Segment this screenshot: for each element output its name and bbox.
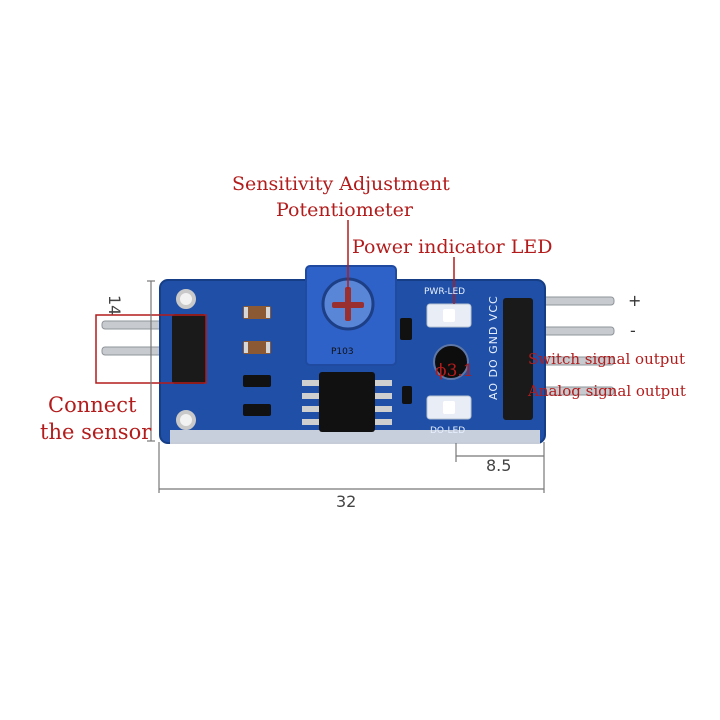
- smd-components: [243, 306, 412, 416]
- pin-plus-label: +: [628, 291, 642, 310]
- pin-names-silkscreen: AO DO GND VCC: [487, 295, 500, 400]
- potentiometer-label-line1: Sensitivity Adjustment: [232, 173, 450, 195]
- connect-sensor-label-line2: the sensor: [40, 420, 152, 444]
- power-led: [426, 303, 472, 328]
- width-dimension: 32: [336, 492, 357, 511]
- switch-output-label: Switch signal output: [528, 350, 686, 368]
- mounting-hole-top: [176, 289, 196, 309]
- potentiometer-marking: P103: [331, 347, 354, 357]
- right-header-pins: [527, 296, 615, 396]
- potentiometer-label-line2: Potentiometer: [276, 199, 413, 221]
- mounting-hole-large: [433, 344, 469, 380]
- power-led-label: Power indicator LED: [352, 236, 553, 258]
- pin-minus-label: -: [630, 321, 636, 340]
- do-led: [426, 395, 472, 420]
- do-led-silkscreen: DO-LED: [430, 426, 466, 436]
- output-connector-header: [503, 298, 533, 420]
- potentiometer: [305, 265, 397, 366]
- hole-diameter-label: ϕ3.1: [435, 361, 474, 381]
- mounting-hole-bottom: [176, 410, 196, 430]
- height-dimension: 14: [105, 295, 124, 316]
- pin-offset-dimension: 8.5: [486, 456, 512, 475]
- sensor-connector-header: [172, 314, 206, 384]
- comparator-ic: [302, 372, 392, 432]
- analog-output-label: Analog signal output: [528, 382, 686, 400]
- pwr-led-silkscreen: PWR-LED: [424, 287, 466, 297]
- connect-sensor-label-line1: Connect: [48, 393, 137, 417]
- dimension-lines: [147, 280, 545, 493]
